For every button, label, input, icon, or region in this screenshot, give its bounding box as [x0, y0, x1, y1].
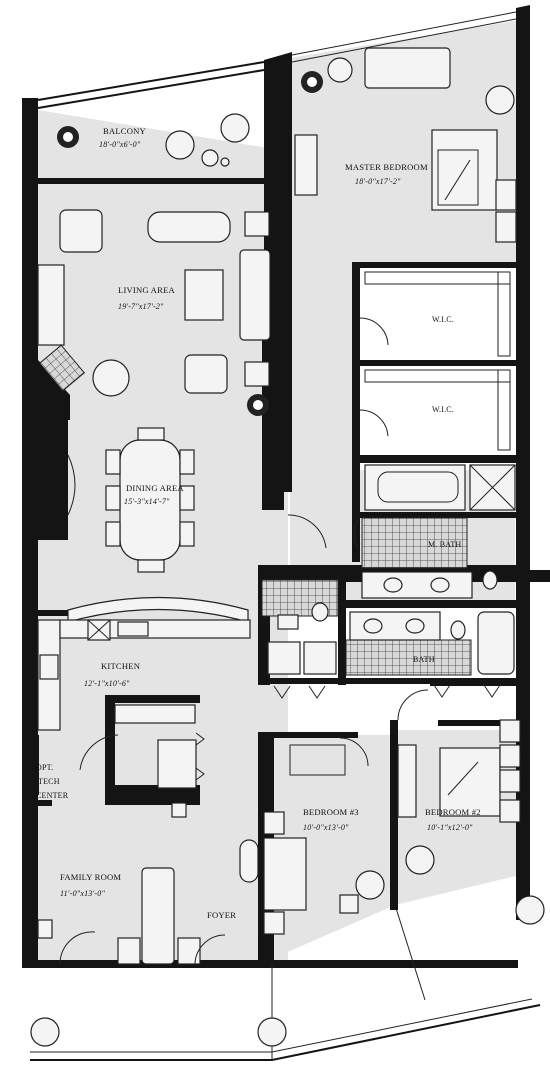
living-area-dims: 19'-7"x17'-2" [118, 302, 164, 311]
tech-center-line1: OPT. [36, 763, 53, 772]
kitchen-fixtures [37, 596, 251, 818]
living-area-label: LIVING AREA [118, 285, 175, 295]
dining-area-dims: 15'-3"x14'-7" [124, 497, 170, 506]
living-area-furniture [37, 209, 271, 416]
kitchen-dims: 12'-1"x10'-6" [84, 679, 130, 688]
dining-area-label: DINING AREA [126, 483, 184, 493]
family-room-label: FAMILY ROOM [60, 872, 121, 882]
dining-furniture [67, 427, 195, 573]
bedroom-3-furniture [239, 737, 385, 935]
balcony-railing [30, 11, 541, 1061]
plant-icon [301, 71, 323, 93]
bedroom-3-label: BEDROOM #3 [303, 807, 359, 817]
foyer-label: FOYER [207, 910, 236, 920]
bedroom-2-dims: 10'-1"x12'-0" [427, 823, 473, 832]
balcony-label: BALCONY [103, 126, 146, 136]
wic-1-label: W.I.C. [432, 315, 454, 324]
plant-icon [57, 126, 79, 148]
door-swings [287, 514, 359, 549]
bath-fixtures [267, 602, 515, 675]
master-bath-fixtures [261, 464, 516, 676]
kitchen-label: KITCHEN [101, 661, 141, 671]
bedroom-2-label: BEDROOM #2 [425, 807, 481, 817]
balcony-furniture [57, 113, 250, 167]
bedroom-3-dims: 10'-0"x13'-0" [303, 823, 349, 832]
master-bedroom-dims: 18'-0"x17'-2" [355, 177, 401, 186]
bedroom-2-furniture [273, 684, 521, 875]
closet-shelving [359, 271, 511, 451]
master-bath-label: M. BATH [428, 540, 461, 549]
master-bedroom-furniture [294, 47, 517, 243]
tech-center-line3: CENTER [36, 791, 69, 800]
family-room-dims: 11'-0"x13'-0" [60, 889, 105, 898]
bath-label: BATH [413, 655, 435, 664]
room-labels: BALCONY 18'-0"x6'-0" MASTER BEDROOM 18'-… [36, 126, 481, 920]
master-bedroom-label: MASTER BEDROOM [345, 162, 428, 172]
family-room-furniture [30, 867, 545, 1047]
tech-center-line2: TECH [38, 777, 60, 786]
plant-icon [247, 394, 269, 416]
balcony-dims: 18'-0"x6'-0" [99, 140, 141, 149]
wic-2-label: W.I.C. [432, 405, 454, 414]
